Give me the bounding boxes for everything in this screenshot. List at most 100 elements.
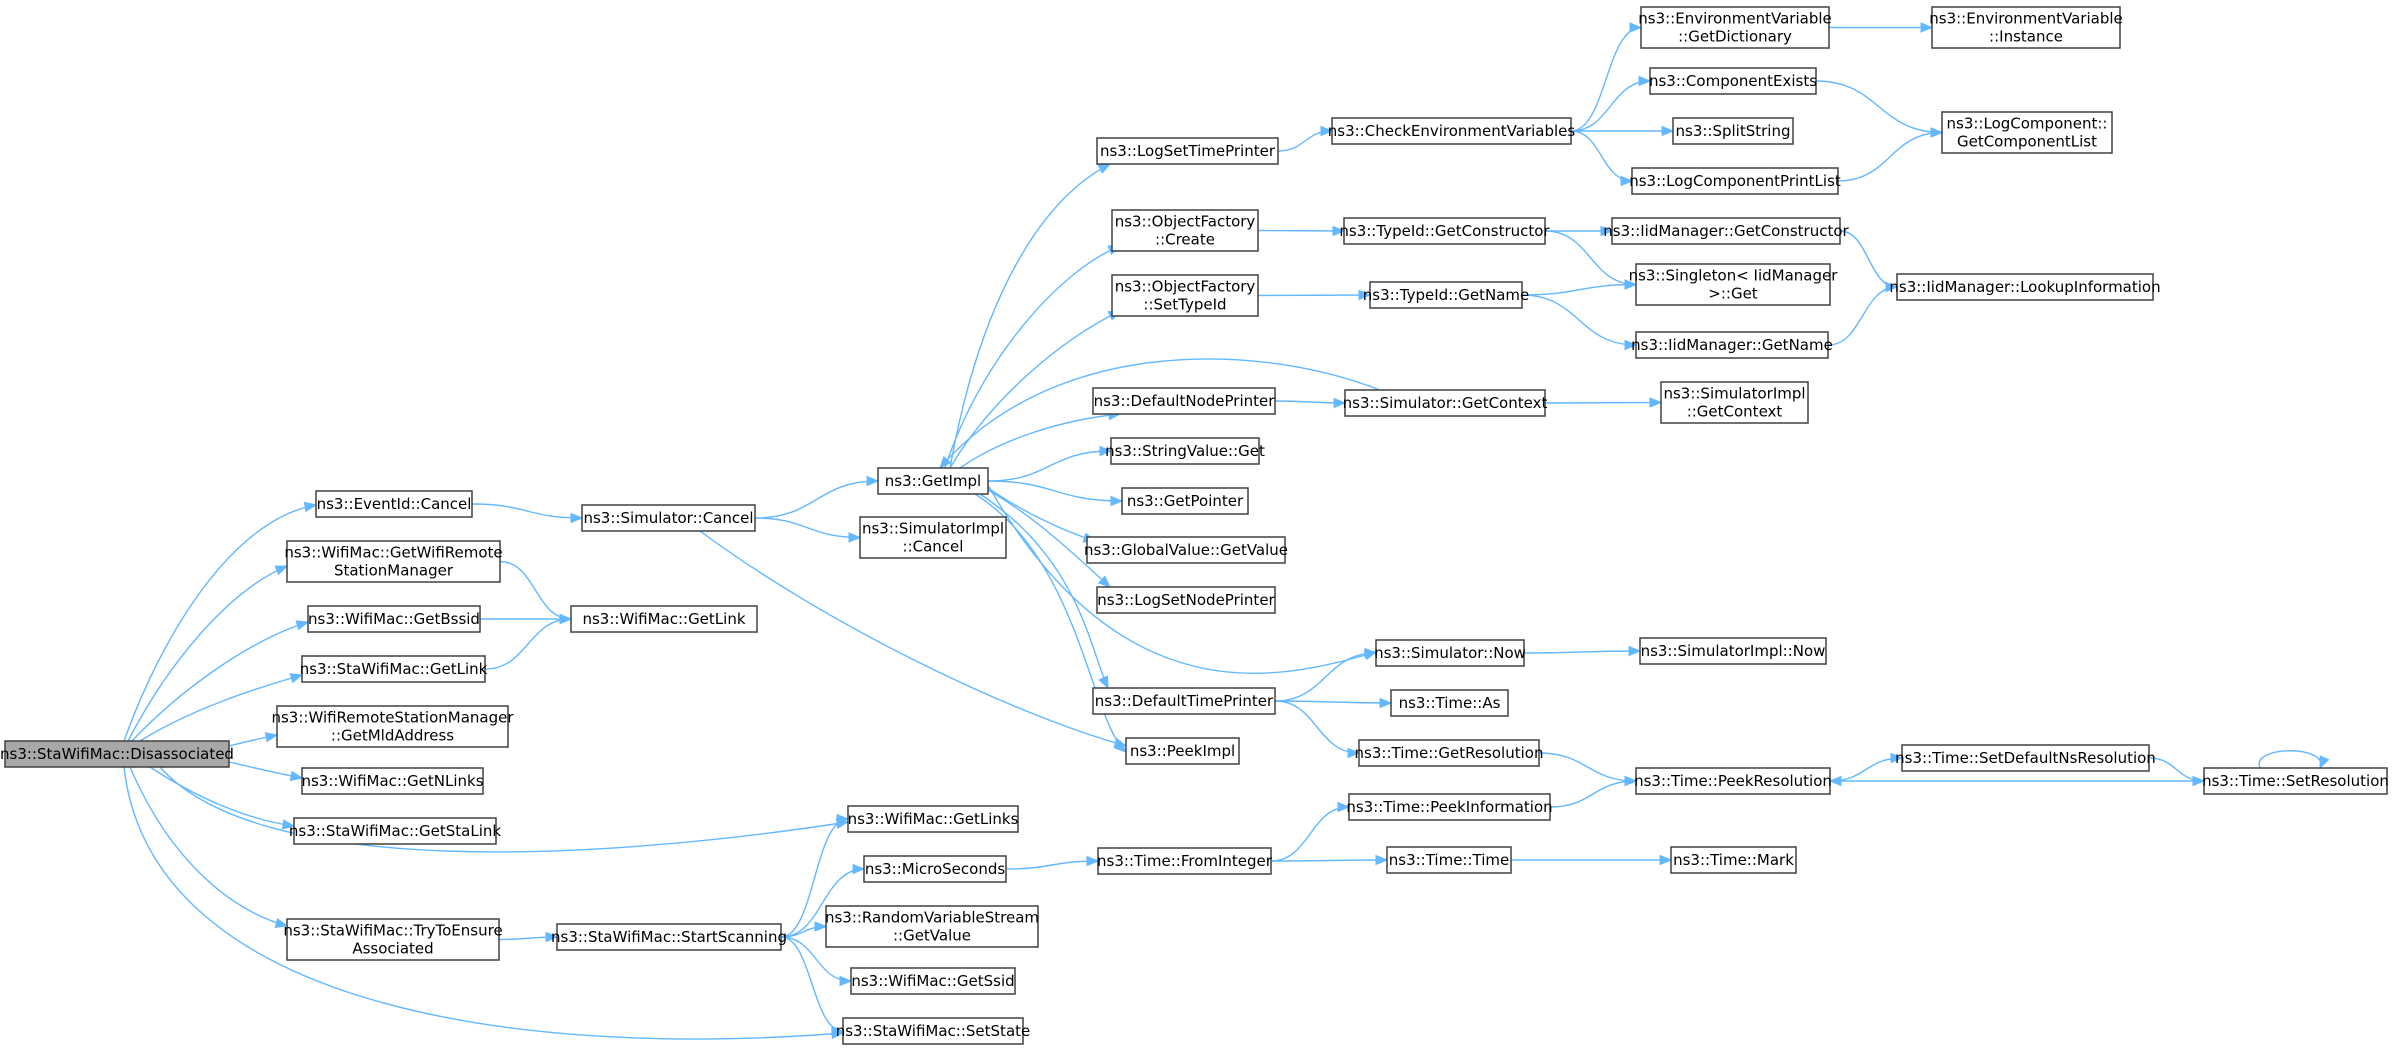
edge-logsettimeprinter-to-checkenv-arrowhead (1320, 125, 1334, 137)
node-box-time_as (1390, 689, 1509, 717)
edge-startscanning-to-getssid (780, 936, 853, 987)
node-checkenv[interactable]: ns3::CheckEnvironmentVariables (1328, 117, 1576, 145)
edge-time_time-to-time_mark (1511, 854, 1673, 866)
node-time_time[interactable]: ns3::Time::Time (1386, 846, 1512, 874)
node-sim_now[interactable]: ns3::Simulator::Now (1374, 639, 1526, 667)
node-label-iid_getconstructor-0: ns3::IidManager::GetConstructor (1603, 222, 1849, 240)
node-of_create[interactable]: ns3::ObjectFactory::Create (1111, 209, 1259, 252)
edge-sim_getcontext-to-getimpl-line (939, 358, 1381, 469)
edge-disassociated-to-getbssid (131, 620, 310, 742)
edge-sta_getlink-to-wifimac_getlink-line (484, 618, 572, 670)
node-logsettimeprinter[interactable]: ns3::LogSetTimePrinter (1096, 137, 1279, 165)
node-of_settypeid[interactable]: ns3::ObjectFactory::SetTypeId (1111, 274, 1259, 317)
node-env_getdictionary[interactable]: ns3::EnvironmentVariable::GetDictionary (1638, 6, 1832, 49)
edge-sim_cancel-to-simimpl_cancel-arrowhead (848, 532, 862, 543)
node-componentexists[interactable]: ns3::ComponentExists (1649, 67, 1817, 95)
node-sim_getcontext[interactable]: ns3::Simulator::GetContext (1343, 389, 1548, 417)
node-defaulttimeprinter[interactable]: ns3::DefaultTimePrinter (1092, 687, 1276, 715)
node-label-time_peekinformation-0: ns3::Time::PeekInformation (1346, 798, 1552, 816)
edge-sim_cancel-to-getimpl-line (754, 480, 879, 519)
node-label-typeid_getname-0: ns3::TypeId::GetName (1363, 286, 1529, 304)
node-getnlinks[interactable]: ns3::WifiMac::GetNLinks (301, 767, 484, 795)
node-singleton_get[interactable]: ns3::Singleton< IidManager>::Get (1629, 263, 1839, 306)
node-sta_getlink[interactable]: ns3::StaWifiMac::GetLink (300, 655, 488, 683)
node-time_peekinformation[interactable]: ns3::Time::PeekInformation (1346, 793, 1553, 821)
node-typeid_getname[interactable]: ns3::TypeId::GetName (1363, 281, 1529, 309)
edge-componentexists-to-logcomp_getlist (1815, 80, 1944, 138)
node-getwifiremote[interactable]: ns3::WifiMac::GetWifiRemoteStationManage… (284, 540, 503, 583)
node-simimpl_getcontext[interactable]: ns3::SimulatorImpl::GetContext (1660, 381, 1809, 424)
node-box-getwifiremote (286, 540, 501, 583)
edge-eventid_cancel-to-sim_cancel (471, 503, 584, 524)
node-time_getresolution[interactable]: ns3::Time::GetResolution (1355, 739, 1544, 767)
node-label-disassociated-0: ns3::StaWifiMac::Disassociated (0, 745, 234, 763)
edge-typeid_getname-to-iid_getname (1521, 294, 1638, 351)
node-getbssid[interactable]: ns3::WifiMac::GetBssid (307, 605, 481, 633)
node-label-sta_getlink-0: ns3::StaWifiMac::GetLink (300, 660, 488, 678)
node-label-logcomp_getlist-1: GetComponentList (1957, 133, 2097, 151)
node-eventid_cancel[interactable]: ns3::EventId::Cancel (315, 490, 473, 518)
node-box-sim_now (1375, 639, 1525, 667)
node-label-defaulttimeprinter-0: ns3::DefaultTimePrinter (1095, 692, 1274, 710)
edge-defaultnodeprinter-to-sim_getcontext-arrowhead (1333, 397, 1347, 409)
edge-getwifiremote-to-wifimac_getlink-line (499, 560, 572, 620)
node-rvs_getvalue[interactable]: ns3::RandomVariableStream::GetValue (825, 905, 1039, 948)
node-label-getnlinks-0: ns3::WifiMac::GetNLinks (301, 772, 483, 790)
node-wifimac_getlink[interactable]: ns3::WifiMac::GetLink (570, 605, 758, 633)
node-label-sim_now-0: ns3::Simulator::Now (1374, 644, 1526, 662)
node-startscanning[interactable]: ns3::StaWifiMac::StartScanning (551, 923, 787, 951)
node-time_setdefaultns[interactable]: ns3::Time::SetDefaultNsResolution (1895, 744, 2156, 772)
edge-defaulttimeprinter-to-sim_now (1274, 647, 1378, 702)
node-typeid_getconstructor[interactable]: ns3::TypeId::GetConstructor (1339, 217, 1550, 245)
node-time_peekresolution[interactable]: ns3::Time::PeekResolution (1634, 767, 1832, 795)
edge-typeid_getconstructor-to-singleton_get-line (1544, 230, 1637, 286)
node-label-time_getresolution-0: ns3::Time::GetResolution (1355, 744, 1544, 762)
node-splitstring[interactable]: ns3::SplitString (1672, 117, 1794, 145)
node-getimpl[interactable]: ns3::GetImpl (877, 467, 989, 495)
edge-getimpl-to-logsettimeprinter (949, 163, 1112, 469)
edge-time_peekinformation-to-time_peekresolution-arrowhead (1624, 775, 1638, 787)
node-iid_getname[interactable]: ns3::IidManager::GetName (1631, 331, 1833, 359)
edge-sim_cancel-to-getimpl (754, 475, 880, 519)
node-peekimpl[interactable]: ns3::PeekImpl (1125, 737, 1240, 765)
node-logcomp_getlist[interactable]: ns3::LogComponent::GetComponentList (1941, 111, 2113, 154)
node-fromint[interactable]: ns3::Time::FromInteger (1097, 847, 1273, 875)
node-label-getimpl-0: ns3::GetImpl (885, 472, 981, 490)
node-getmldaddress[interactable]: ns3::WifiRemoteStationManager::GetMldAdd… (271, 705, 514, 748)
edge-disassociated-to-getnlinks (228, 761, 304, 782)
node-label-getwifiremote-0: ns3::WifiMac::GetWifiRemote (284, 544, 502, 562)
node-simimpl_cancel[interactable]: ns3::SimulatorImpl::Cancel (859, 516, 1007, 559)
node-getlinks[interactable]: ns3::WifiMac::GetLinks (847, 805, 1019, 833)
node-getpointer[interactable]: ns3::GetPointer (1121, 487, 1249, 515)
node-time_as[interactable]: ns3::Time::As (1390, 689, 1509, 717)
node-time_mark[interactable]: ns3::Time::Mark (1670, 846, 1797, 874)
edge-startscanning-to-microseconds-line (780, 868, 865, 938)
node-env_instance[interactable]: ns3::EnvironmentVariable::Instance (1929, 6, 2123, 49)
edge-of_create-to-typeid_getconstructor-arrowhead (1332, 225, 1346, 237)
node-setstate[interactable]: ns3::StaWifiMac::SetState (836, 1017, 1031, 1045)
node-getstalink[interactable]: ns3::StaWifiMac::GetStaLink (289, 817, 502, 845)
node-globalvalue_getvalue[interactable]: ns3::GlobalValue::GetValue (1084, 536, 1288, 564)
node-getssid[interactable]: ns3::WifiMac::GetSsid (850, 967, 1016, 995)
node-stringvalue_get[interactable]: ns3::StringValue::Get (1105, 437, 1265, 465)
node-label-iid_getname-0: ns3::IidManager::GetName (1631, 336, 1833, 354)
edge-typeid_getname-to-singleton_get-arrowhead (1624, 279, 1638, 290)
node-sim_cancel[interactable]: ns3::Simulator::Cancel (581, 504, 756, 532)
node-simimpl_now[interactable]: ns3::SimulatorImpl::Now (1639, 637, 1827, 665)
node-time_setresolution[interactable]: ns3::Time::SetResolution (2202, 767, 2389, 795)
node-microseconds[interactable]: ns3::MicroSeconds (863, 855, 1007, 883)
node-disassociated[interactable]: ns3::StaWifiMac::Disassociated (0, 740, 234, 768)
edge-disassociated-to-getstalink-arrowhead (281, 819, 296, 830)
node-iid_getconstructor[interactable]: ns3::IidManager::GetConstructor (1603, 217, 1850, 245)
node-logcomponentprintlist[interactable]: ns3::LogComponentPrintList (1629, 167, 1841, 195)
node-iid_lookupinfo[interactable]: ns3::IidManager::LookupInformation (1889, 273, 2161, 301)
node-defaultnodeprinter[interactable]: ns3::DefaultNodePrinter (1092, 387, 1276, 415)
edge-startscanning-to-getlinks-line (780, 818, 849, 938)
edge-getimpl-to-logsetnodeprinter (987, 489, 1111, 588)
node-label-of_create-0: ns3::ObjectFactory (1115, 213, 1256, 231)
edge-defaulttimeprinter-to-sim_now-arrowhead (1364, 647, 1378, 659)
node-logsetnodeprinter[interactable]: ns3::LogSetNodePrinter (1096, 586, 1276, 614)
node-box-getmldaddress (276, 705, 509, 748)
node-layer: ns3::StaWifiMac::Disassociated ns3::Event… (0, 6, 2389, 1045)
